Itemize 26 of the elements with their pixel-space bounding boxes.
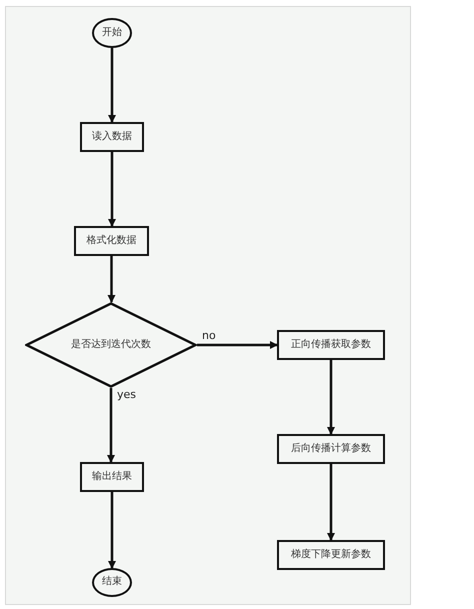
- process-box: [277, 330, 385, 360]
- edge-label: yes: [117, 389, 136, 400]
- node-label: 读入数据: [92, 130, 132, 144]
- arrow: [108, 256, 116, 303]
- process-box: [74, 226, 149, 256]
- node-label: 正向传播获取参数: [291, 338, 371, 352]
- arrow: [108, 48, 116, 123]
- arrow: [108, 152, 116, 227]
- process-box: [80, 462, 144, 492]
- arrow: [327, 360, 335, 435]
- node-label: 是否达到迭代次数: [71, 338, 151, 352]
- node-label: 梯度下降更新参数: [291, 548, 371, 562]
- arrow: [107, 388, 115, 463]
- node-label: 开始: [102, 26, 122, 40]
- node-label: 格式化数据: [86, 234, 136, 248]
- process-box: [277, 434, 385, 464]
- arrow: [197, 341, 278, 349]
- arrow: [108, 492, 116, 569]
- node-label: 输出结果: [92, 470, 132, 484]
- process-box: [80, 122, 144, 152]
- edge-label: no: [202, 330, 216, 341]
- process-box: [277, 540, 385, 570]
- arrow: [327, 464, 335, 541]
- node-label: 后向传播计算参数: [291, 442, 371, 456]
- decision-diamond: [25, 302, 197, 388]
- node-label: 结束: [102, 576, 122, 589]
